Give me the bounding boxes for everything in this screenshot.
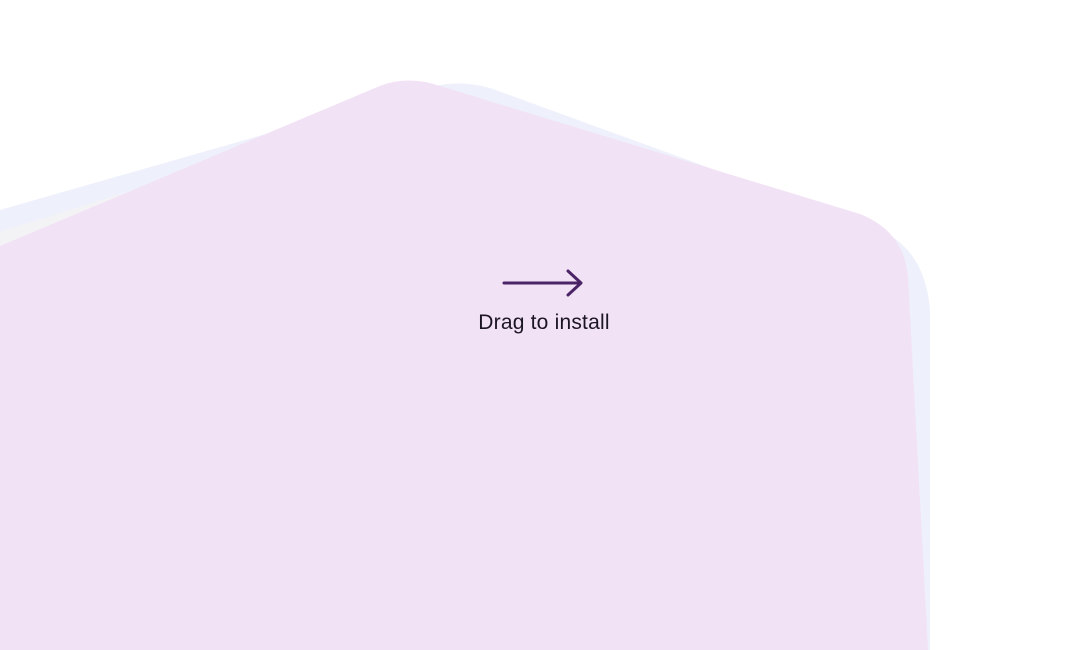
drag-instruction: Drag to install [0, 266, 1088, 335]
arrow-right-icon [502, 266, 586, 300]
front-shape [0, 80, 928, 650]
instruction-label: Drag to install [478, 311, 610, 334]
